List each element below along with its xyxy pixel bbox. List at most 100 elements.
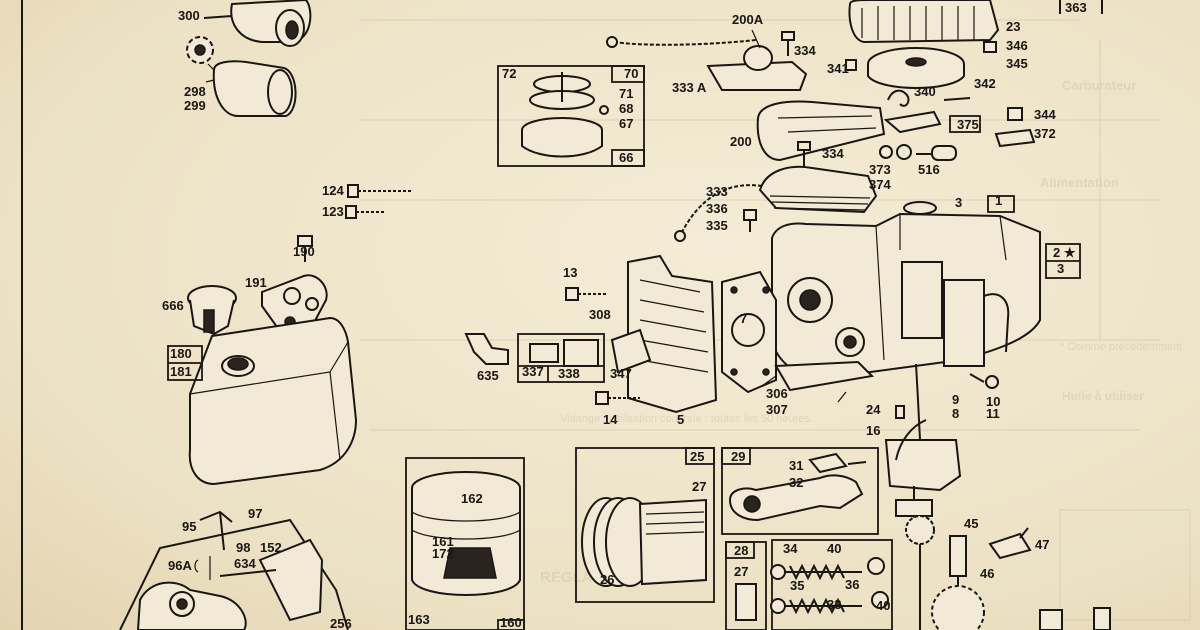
part-340-governor-link (883, 89, 971, 134)
part-200-shroud (756, 100, 886, 162)
part-label-3a: 3 (955, 195, 962, 210)
box-29-connecting-rod (721, 447, 879, 535)
part-label-256: 256 (330, 616, 352, 630)
part-335-screw (743, 209, 757, 232)
part-label-13: 13 (563, 265, 577, 280)
part-label-31: 31 (789, 458, 803, 473)
part-7-head-gasket (721, 270, 777, 394)
part-label-98: 98 (236, 540, 250, 555)
part-label-47: 47 (1035, 537, 1049, 552)
part-label-337: 337 (522, 364, 544, 379)
ghost-oil: Huile à utiliser (1062, 389, 1144, 403)
part-16-crankshaft (884, 363, 962, 520)
part-337-338-breather (517, 333, 605, 383)
part-label-71: 71 (619, 86, 633, 101)
part-label-163: 163 (408, 612, 430, 627)
part-label-191: 191 (245, 275, 267, 290)
part-label-374: 374 (869, 177, 891, 192)
part-label-5: 5 (677, 412, 684, 427)
part-label-346: 346 (1006, 38, 1028, 53)
part-label-373: 373 (869, 162, 891, 177)
part-label-345: 345 (1006, 56, 1028, 71)
part-180-fuel-tank (167, 316, 358, 486)
part-label-26: 26 (600, 572, 614, 587)
box-160-162-piston (405, 457, 525, 630)
ghost-fuel: Alimentation (1040, 175, 1119, 190)
box-2-3 (1045, 243, 1081, 279)
part-label-96A: 96A (168, 558, 192, 573)
box-25-piston-rings (575, 447, 715, 603)
part-298-gear (186, 36, 214, 64)
part-306-plate (761, 360, 875, 403)
part-46-camshaft (905, 515, 985, 630)
part-label-347: 347 (610, 366, 632, 381)
part-label-190: 190 (293, 244, 315, 259)
part-label-36: 36 (845, 577, 859, 592)
part-123-screw (345, 205, 384, 219)
part-label-342: 342 (974, 76, 996, 91)
part-345-flywheel (867, 47, 965, 89)
part-14-bolt (595, 391, 640, 405)
part-carburetor (119, 510, 349, 630)
part-label-160: 160 (500, 615, 522, 630)
part-label-28: 28 (734, 543, 748, 558)
part-label-181: 181 (170, 364, 192, 379)
part-label-336: 336 (706, 201, 728, 216)
part-label-46: 46 (980, 566, 994, 581)
part-label-66: 66 (619, 150, 633, 165)
part-label-200: 200 (730, 134, 752, 149)
part-label-10: 10 (986, 394, 1000, 409)
part-label-334a: 334 (794, 43, 816, 58)
ghost-note: * Comme précédemment (1060, 341, 1182, 353)
part-label-635: 635 (477, 368, 499, 383)
part-label-7: 7 (740, 311, 747, 326)
part-373-374-washers (879, 144, 957, 161)
part-label-152: 152 (260, 540, 282, 555)
part-label-67: 67 (619, 116, 633, 131)
part-label-372: 372 (1034, 126, 1056, 141)
part-label-16: 16 (866, 423, 880, 438)
part-334-screw-top (781, 31, 795, 56)
part-label-68: 68 (619, 101, 633, 116)
part-label-338: 338 (558, 366, 580, 381)
part-299-filter (205, 60, 297, 117)
part-label-334b: 334 (822, 146, 844, 161)
part-label-307: 307 (766, 402, 788, 417)
part-label-335: 335 (706, 218, 728, 233)
part-346-nut (983, 41, 997, 53)
part-label-14: 14 (603, 412, 618, 427)
box-66-70-assembly (497, 65, 645, 167)
part-label-172: 172 (432, 546, 454, 561)
part-label-124: 124 (322, 183, 344, 198)
part-label-45: 45 (964, 516, 978, 531)
part-label-300: 300 (178, 8, 200, 23)
part-label-666: 666 (162, 298, 184, 313)
part-label-344: 344 (1034, 107, 1056, 122)
part-label-375: 375 (957, 117, 979, 132)
part-label-1: 1 (995, 193, 1002, 208)
part-label-95: 95 (182, 519, 196, 534)
part-bottom-right-plugs (1039, 607, 1111, 630)
part-label-162: 162 (461, 491, 483, 506)
part-23-blower-housing (848, 0, 1000, 44)
part-label-9: 9 (952, 392, 959, 407)
part-label-97: 97 (248, 506, 262, 521)
part-label-180: 180 (170, 346, 192, 361)
ghost-drain: Vidange : Utilisation continue : toutes … (560, 413, 813, 425)
box-28-pin (725, 541, 767, 630)
part-label-298: 298 (184, 84, 206, 99)
part-124-screw (347, 184, 412, 198)
part-label-306: 306 (766, 386, 788, 401)
part-1-engine-block (771, 195, 1041, 380)
part-label-363: 363 (1065, 0, 1087, 15)
ghost-carburetor: Carburateur (1062, 78, 1136, 93)
part-300-filter (203, 0, 312, 47)
part-333A-coil-bracket (706, 29, 808, 91)
part-label-123: 123 (322, 204, 344, 219)
part-363-screws (1059, 0, 1103, 14)
part-label-299: 299 (184, 98, 206, 113)
part-47-governor (988, 527, 1032, 560)
part-label-32: 32 (789, 475, 803, 490)
